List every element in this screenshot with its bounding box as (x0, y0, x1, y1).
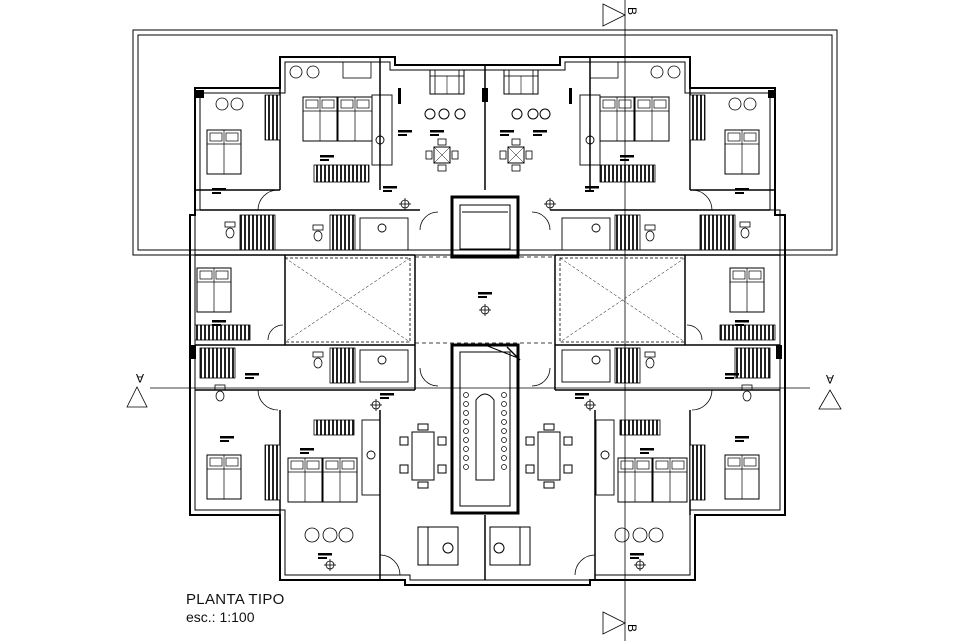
stair-step-marker (463, 446, 469, 452)
elevator-shaft (450, 195, 520, 259)
terrace-outline (132, 29, 838, 256)
stair-step-marker (463, 392, 469, 398)
kitchen-counters (359, 94, 615, 496)
stair-step-marker (463, 455, 469, 461)
stair-step-marker (501, 401, 507, 407)
beds (196, 96, 765, 503)
stair-step-marker (463, 401, 469, 407)
dining-tables (425, 138, 533, 172)
closets (194, 94, 776, 501)
section-marker-a-left: A (136, 371, 145, 385)
stair-step-marker (501, 392, 507, 398)
drawing-scale: esc.: 1:100 (186, 609, 255, 625)
light-well-right (559, 257, 686, 343)
building-walls (189, 56, 786, 586)
stair-step-marker (501, 410, 507, 416)
stair-step-marker (501, 455, 507, 461)
stair-step-marker (463, 428, 469, 434)
drawing-title: PLANTA TIPO (186, 591, 285, 608)
door-swings (257, 189, 713, 576)
stair-step-marker (463, 464, 469, 470)
section-marker-b-top: B (625, 6, 640, 16)
section-line-vertical (602, 0, 626, 641)
staircase (450, 343, 521, 515)
light-well-left (284, 257, 411, 343)
stair-treads (463, 392, 507, 470)
stair-step-marker (463, 419, 469, 425)
stair-step-marker (501, 419, 507, 425)
section-line-horizontal (126, 386, 842, 410)
section-marker-a-right: A (826, 372, 835, 386)
window-marks (190, 88, 782, 359)
section-marker-b-bottom: B (625, 623, 640, 633)
sofas-lower (417, 108, 551, 566)
stair-step-marker (501, 446, 507, 452)
balcony-chairs (215, 61, 757, 543)
stair-step-marker (501, 437, 507, 443)
stair-step-marker (463, 410, 469, 416)
stair-step-marker (463, 437, 469, 443)
dining-tables-rect (399, 423, 573, 489)
stair-step-marker (501, 464, 507, 470)
stair-step-marker (501, 428, 507, 434)
lobby (415, 256, 555, 344)
